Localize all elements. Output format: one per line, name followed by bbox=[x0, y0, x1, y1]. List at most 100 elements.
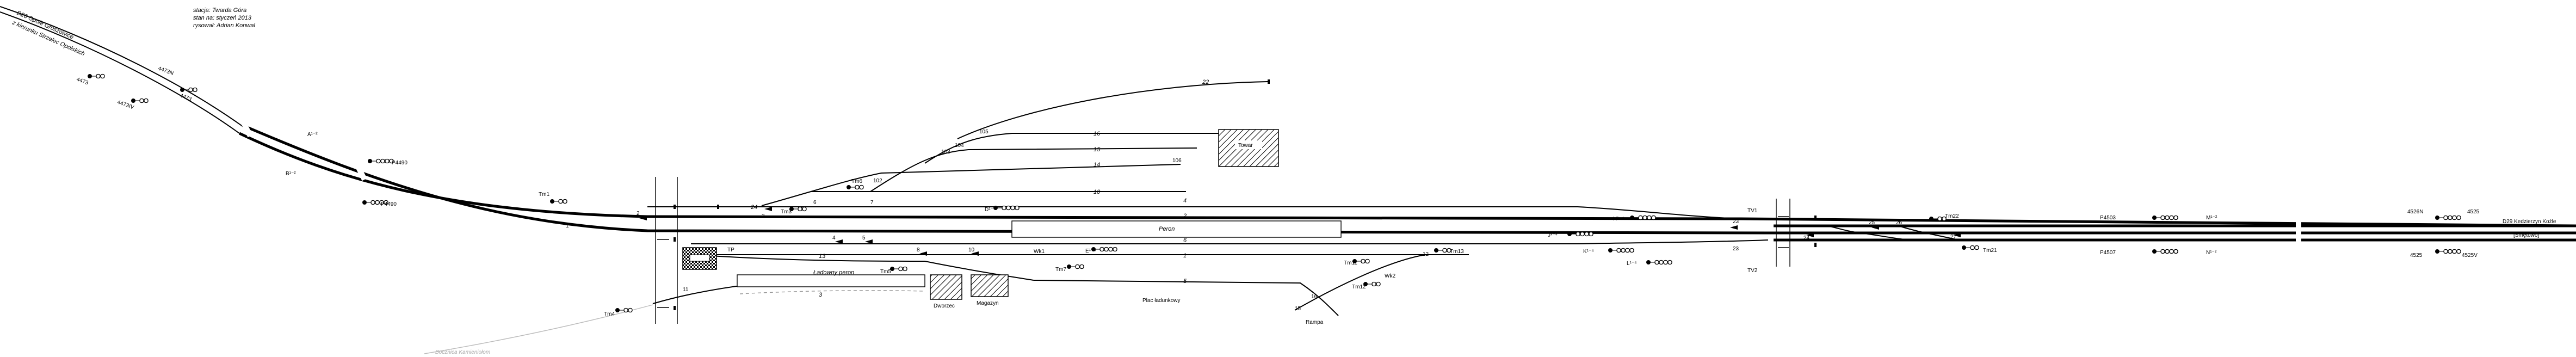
track-16 bbox=[924, 133, 1224, 164]
svg-text:E¹⁻⁴: E¹⁻⁴ bbox=[1085, 248, 1096, 254]
left-track-top-b bbox=[0, 11, 240, 134]
track-label-14: 14 bbox=[1094, 162, 1100, 168]
track-ramp-branch bbox=[1294, 254, 1426, 311]
svg-text:4473: 4473 bbox=[179, 93, 193, 102]
svg-text:4525: 4525 bbox=[2410, 253, 2423, 258]
svg-text:Tm1: Tm1 bbox=[539, 192, 549, 198]
svg-text:23: 23 bbox=[1733, 246, 1739, 252]
buffer-stop bbox=[1268, 79, 1270, 84]
track-13b bbox=[924, 261, 1034, 281]
crossover-3 bbox=[1898, 225, 1959, 241]
svg-text:5: 5 bbox=[862, 235, 866, 241]
svg-text:25: 25 bbox=[1869, 220, 1875, 226]
svg-text:P4503: P4503 bbox=[2100, 215, 2116, 221]
main-track-2 bbox=[238, 132, 2576, 227]
buffer-stop bbox=[674, 237, 676, 242]
svg-text:Tm22: Tm22 bbox=[1945, 213, 1959, 219]
signal-icon bbox=[2435, 215, 2461, 220]
signal-icon bbox=[615, 307, 633, 313]
track-label-16: 16 bbox=[1094, 131, 1101, 137]
svg-text:D29 Kedzierzyn Koźle: D29 Kedzierzyn Koźle bbox=[2503, 219, 2556, 225]
signal-icon bbox=[2152, 249, 2178, 254]
svg-text:Wk2: Wk2 bbox=[1385, 273, 1395, 279]
signal-icon bbox=[88, 73, 105, 79]
svg-text:4525: 4525 bbox=[2467, 209, 2480, 215]
svg-text:4473: 4473 bbox=[76, 76, 89, 86]
signal-icon bbox=[789, 206, 807, 212]
break-marks bbox=[239, 118, 2301, 245]
buffer-stop bbox=[674, 306, 676, 310]
signal-icon bbox=[1352, 258, 1370, 264]
platforms: Peron Ładowny peron bbox=[737, 220, 1342, 287]
station-tracks bbox=[647, 81, 1959, 316]
header-author: rysował: Adrian Konwal bbox=[193, 22, 255, 29]
svg-text:11: 11 bbox=[683, 287, 689, 293]
header-state: stan na: styczeń 2013 bbox=[193, 15, 252, 21]
svg-text:Tm12: Tm12 bbox=[1352, 284, 1366, 290]
svg-text:P4490: P4490 bbox=[381, 201, 397, 207]
svg-text:104: 104 bbox=[955, 143, 964, 149]
signal-icon bbox=[1434, 248, 1451, 253]
signal-icon bbox=[1067, 264, 1084, 269]
main-tracks bbox=[238, 125, 2576, 242]
svg-text:K¹⁻⁴: K¹⁻⁴ bbox=[1583, 249, 1594, 255]
track-22 bbox=[957, 81, 1268, 139]
buffer-stop bbox=[1814, 243, 1817, 247]
label-plac: Plac ładunkowy bbox=[1142, 298, 1180, 304]
peron-side bbox=[737, 274, 925, 287]
svg-text:106: 106 bbox=[1172, 158, 1182, 164]
svg-text:4473N: 4473N bbox=[157, 65, 174, 76]
svg-text:TP: TP bbox=[727, 247, 734, 253]
svg-text:Tm7: Tm7 bbox=[1055, 267, 1066, 273]
svg-text:4525V: 4525V bbox=[2462, 253, 2478, 258]
svg-text:J¹⁻⁴: J¹⁻⁴ bbox=[1548, 232, 1558, 238]
building-magazyn bbox=[971, 274, 1009, 297]
svg-text:3: 3 bbox=[762, 213, 765, 219]
track-13 bbox=[690, 254, 925, 262]
svg-text:103: 103 bbox=[941, 149, 950, 155]
buffer-stop bbox=[674, 205, 676, 209]
buildings: Towar Dworzec Magazyn bbox=[682, 129, 1279, 309]
signal-icon bbox=[1630, 215, 1656, 220]
buffer-stop bbox=[1814, 216, 1817, 220]
switch-point bbox=[971, 251, 979, 256]
svg-text:12: 12 bbox=[1423, 251, 1429, 257]
svg-text:A¹⁻²: A¹⁻² bbox=[307, 132, 318, 138]
header-block: stacja: Twarda Góra stan na: styczeń 201… bbox=[193, 7, 255, 29]
track-label-4: 4 bbox=[1183, 198, 1187, 204]
grey-branch: Bocznica Kamieniołom bbox=[424, 290, 925, 355]
track-label-13: 13 bbox=[819, 253, 826, 260]
track-label-22: 22 bbox=[1202, 79, 1209, 85]
switch-point bbox=[835, 239, 843, 244]
track-15 bbox=[870, 147, 1197, 192]
svg-text:Tm13: Tm13 bbox=[1450, 249, 1464, 255]
track-label-15: 15 bbox=[1094, 146, 1101, 153]
signal-icon bbox=[1567, 231, 1593, 237]
track-label-3: 3 bbox=[819, 292, 823, 298]
svg-text:4526N: 4526N bbox=[2407, 209, 2423, 215]
svg-text:6: 6 bbox=[813, 200, 817, 206]
svg-text:TV2: TV2 bbox=[1747, 268, 1758, 274]
track-number-labels: 24 10 14 15 16 22 4 2 6 1 5 13 3 bbox=[750, 79, 1209, 298]
signal-icon bbox=[847, 184, 864, 190]
svg-text:105: 105 bbox=[979, 129, 989, 135]
svg-text:15: 15 bbox=[1295, 306, 1301, 312]
svg-text:H¹⁻⁴: H¹⁻⁴ bbox=[1613, 216, 1624, 222]
track-5 bbox=[1033, 280, 1339, 316]
track-label-6: 6 bbox=[1183, 237, 1187, 244]
track-14 bbox=[761, 164, 1181, 206]
station-limits bbox=[655, 177, 1790, 324]
switch-point bbox=[1730, 225, 1738, 230]
track-label-2: 2 bbox=[1183, 213, 1187, 219]
svg-text:26: 26 bbox=[1896, 220, 1902, 226]
svg-text:Tm3: Tm3 bbox=[781, 209, 792, 215]
signal-icon bbox=[1363, 281, 1381, 287]
buffer-stop bbox=[717, 205, 719, 209]
svg-text:D¹⁻⁴: D¹⁻⁴ bbox=[985, 207, 996, 213]
dashed-track bbox=[739, 290, 925, 294]
right-line-text: D29 Kedzierzyn Koźle [Smętowo] bbox=[2503, 219, 2556, 238]
peron-main-label: Peron bbox=[1159, 226, 1175, 232]
svg-text:24: 24 bbox=[1803, 235, 1810, 241]
signal-icon bbox=[2435, 249, 2461, 254]
signal-icon bbox=[2152, 215, 2178, 220]
